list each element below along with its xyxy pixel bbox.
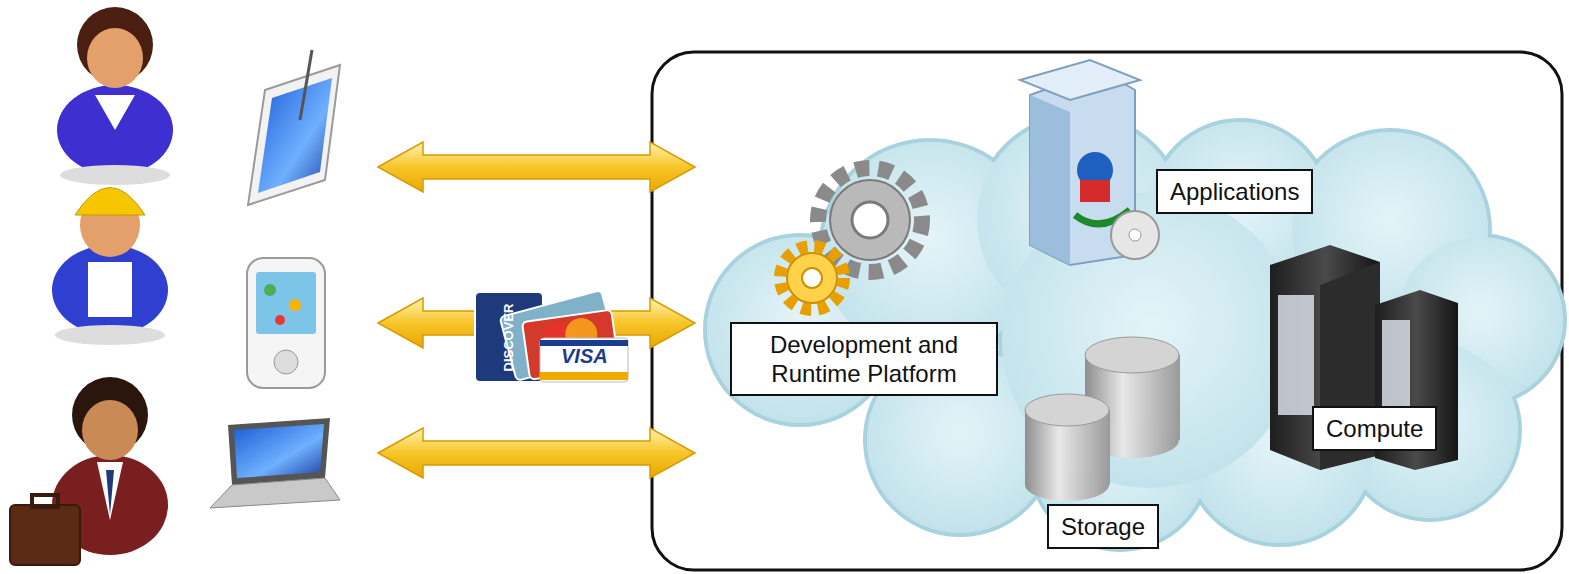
person-worker [52,188,168,346]
component-box: Applications [1156,169,1313,214]
tablet [248,50,340,205]
card-brand: VISA [561,345,608,368]
card-brand: DISCOVER [501,304,516,372]
person-woman [57,7,173,185]
component-label: Applications [1170,177,1299,206]
software-box [1020,60,1159,265]
component-box: Compute [1312,406,1437,451]
laptop [210,418,340,508]
servers [1270,245,1458,470]
double-arrows [378,142,695,478]
cloud-boundary [652,52,1562,570]
component-box: Storage [1047,504,1159,549]
component-label: Compute [1326,414,1423,443]
storage-disks [1025,337,1180,501]
person-businessman [10,377,168,565]
component-label: Storage [1061,512,1145,541]
component-box: Development and Runtime Platform [730,322,998,396]
component-label: Development and Runtime Platform [744,330,984,388]
credit-cards [475,290,628,382]
phone [247,258,325,388]
gears [780,168,922,310]
